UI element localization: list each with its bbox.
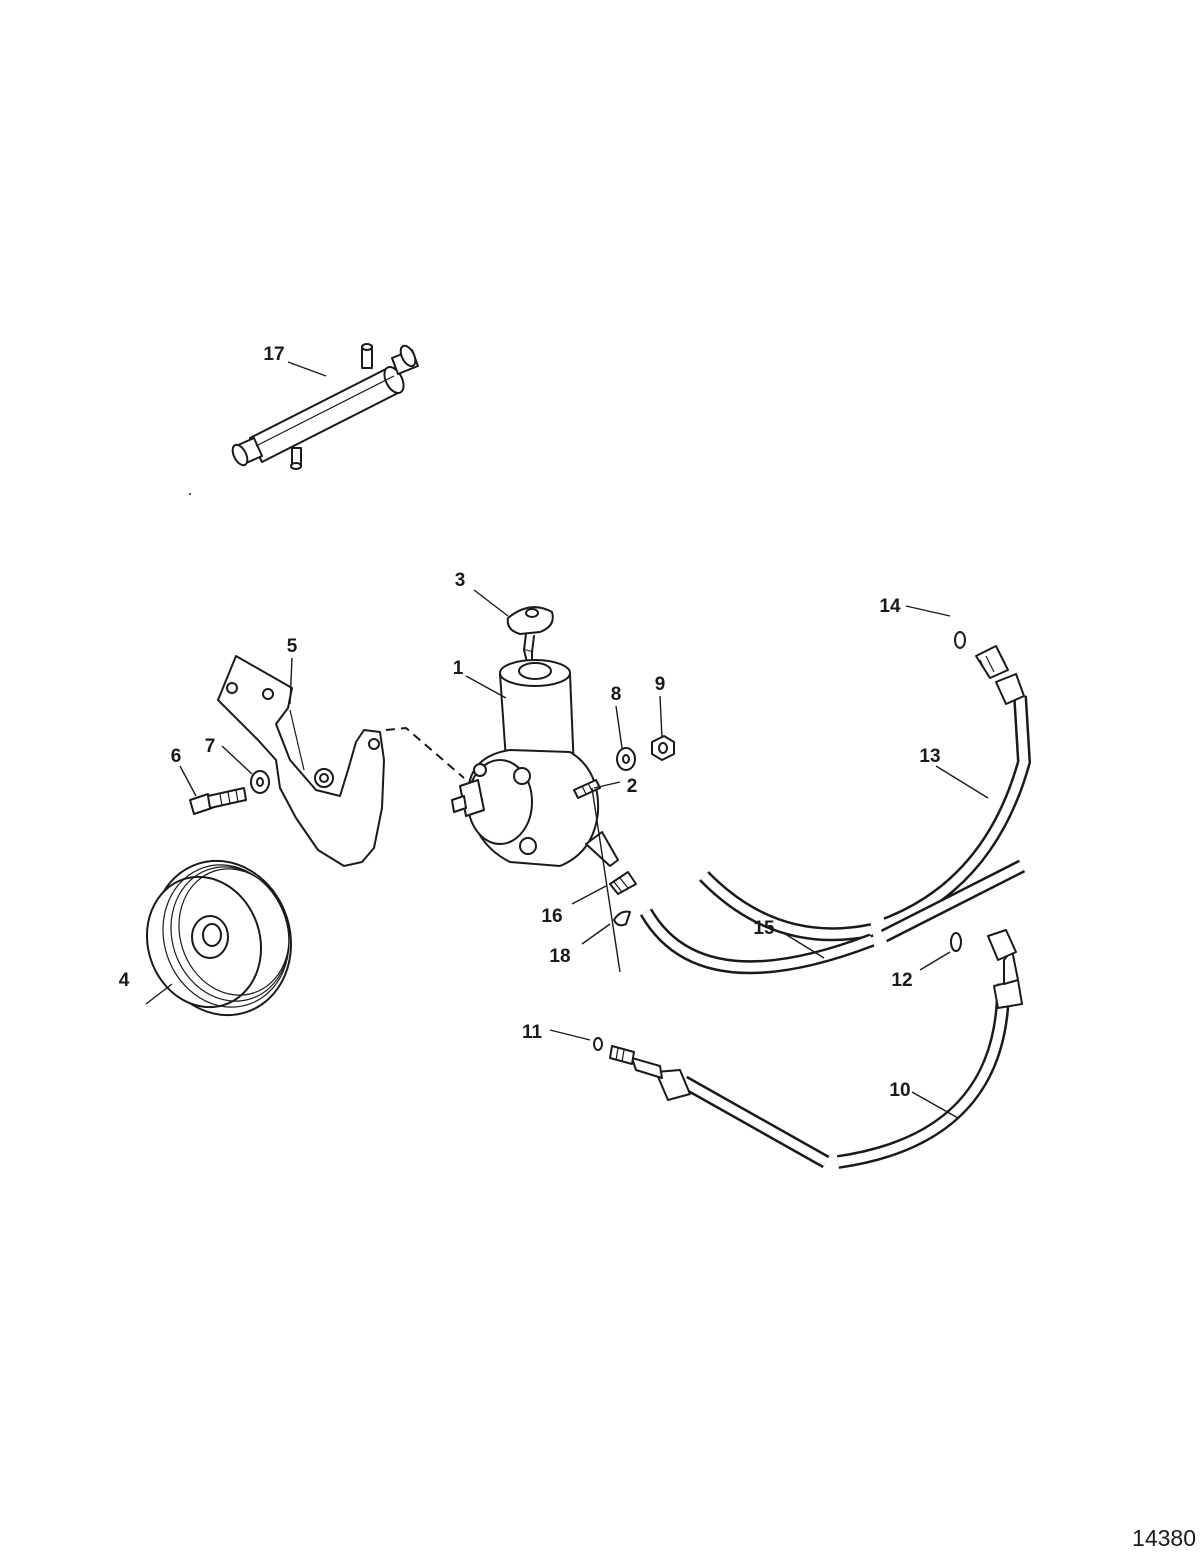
callout-3: 3 [455,570,466,591]
washer-7-drawing [250,770,270,794]
callout-2: 2 [627,776,638,797]
reservoir-cap-drawing [506,606,554,667]
callout-5: 5 [287,636,298,657]
leader-lines [145,361,989,1119]
o-ring-12-drawing [950,932,962,952]
washer-8-drawing [616,747,636,771]
figure-number: 14380 [1132,1525,1196,1551]
callout-11: 11 [522,1022,543,1043]
callout-6: 6 [171,746,182,767]
oil-cooler-drawing [231,343,419,470]
stud-drawing [573,779,601,799]
o-ring-14-drawing [954,631,966,649]
return-hose-drawing [698,645,1032,942]
callouts: 17 3 5 1 8 9 7 6 2 14 13 16 15 18 12 4 1… [119,344,941,1101]
power-steering-pump-drawing [451,659,619,867]
callout-16: 16 [541,906,562,927]
callout-10: 10 [889,1080,910,1101]
callout-4: 4 [119,970,130,991]
pressure-hose-drawing [609,929,1023,1169]
fitting-drawing [609,871,637,895]
clamp-drawing [613,910,631,927]
callout-15: 15 [753,918,775,939]
alignment-line [385,726,465,779]
screw-drawing [189,493,247,815]
pulley-drawing [145,859,293,1017]
callout-9: 9 [655,674,666,695]
callout-8: 8 [611,684,622,705]
o-ring-11-drawing [593,1037,603,1051]
callout-13: 13 [919,746,940,767]
callout-12: 12 [891,970,912,991]
pump-bracket-drawing [217,655,385,867]
hose-15-drawing [639,859,1026,975]
callout-17: 17 [263,344,284,365]
callout-7: 7 [205,736,216,757]
callout-14: 14 [879,596,901,617]
nut-9-drawing [651,735,675,761]
callout-18: 18 [549,946,570,967]
callout-1: 1 [453,658,464,679]
